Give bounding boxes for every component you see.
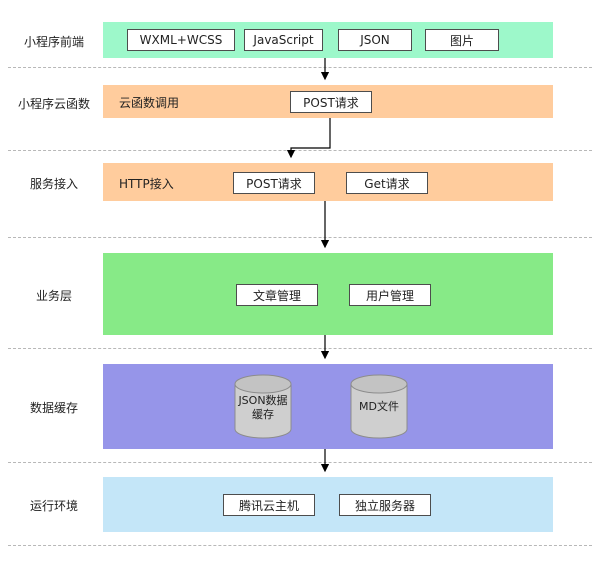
component-box-get-request: Get请求	[346, 172, 428, 194]
separator-line	[8, 150, 592, 151]
component-box-user-mgmt: 用户管理	[349, 284, 431, 306]
layer-label-service-access: 服务接入	[29, 177, 78, 191]
database-cylinder-md-files: MD文件	[350, 374, 408, 440]
database-cylinder-json-cache: JSON数据缓存	[234, 374, 292, 440]
component-box-standalone-server: 独立服务器	[339, 494, 431, 516]
cylinder-shape	[350, 374, 408, 439]
layer-bar-runtime: 腾讯云主机 独立服务器	[103, 477, 553, 532]
layer-bar-business: 文章管理 用户管理	[103, 253, 553, 335]
component-box-post-request: POST请求	[290, 91, 372, 113]
component-box-tencent-cloud: 腾讯云主机	[223, 494, 315, 516]
separator-line	[8, 348, 592, 349]
layer-label-business: 业务层	[35, 289, 72, 303]
layer-label-data-cache: 数据缓存	[29, 401, 78, 415]
separator-line	[8, 67, 592, 68]
component-box-image: 图片	[425, 29, 499, 51]
separator-line	[8, 462, 592, 463]
layer-label-frontend: 小程序前端	[23, 35, 84, 49]
component-box-post-request: POST请求	[233, 172, 315, 194]
component-box-json: JSON	[338, 29, 412, 51]
layer-label-runtime: 运行环境	[29, 499, 78, 513]
cylinder-label: MD文件	[359, 400, 399, 413]
inline-label-http-access: HTTP接入	[119, 177, 174, 191]
component-box-wxml: WXML+WCSS	[127, 29, 235, 51]
component-box-javascript: JavaScript	[244, 29, 323, 51]
component-box-article-mgmt: 文章管理	[236, 284, 318, 306]
layer-bar-frontend: WXML+WCSS JavaScript JSON 图片	[103, 22, 553, 58]
cylinder-shape	[234, 374, 292, 439]
layer-bar-data-cache: JSON数据缓存 MD文件	[103, 364, 553, 449]
layer-bar-service-access: HTTP接入 POST请求 Get请求	[103, 163, 553, 201]
separator-line	[8, 545, 592, 546]
inline-label-cloud-call: 云函数调用	[119, 96, 180, 110]
layer-bar-cloud-function: 云函数调用 POST请求	[103, 85, 553, 118]
cylinder-label: JSON数据缓存	[238, 394, 288, 422]
separator-line	[8, 237, 592, 238]
arrow-cloud-to-service	[286, 118, 331, 159]
layer-label-cloud-function: 小程序云函数	[17, 97, 90, 111]
